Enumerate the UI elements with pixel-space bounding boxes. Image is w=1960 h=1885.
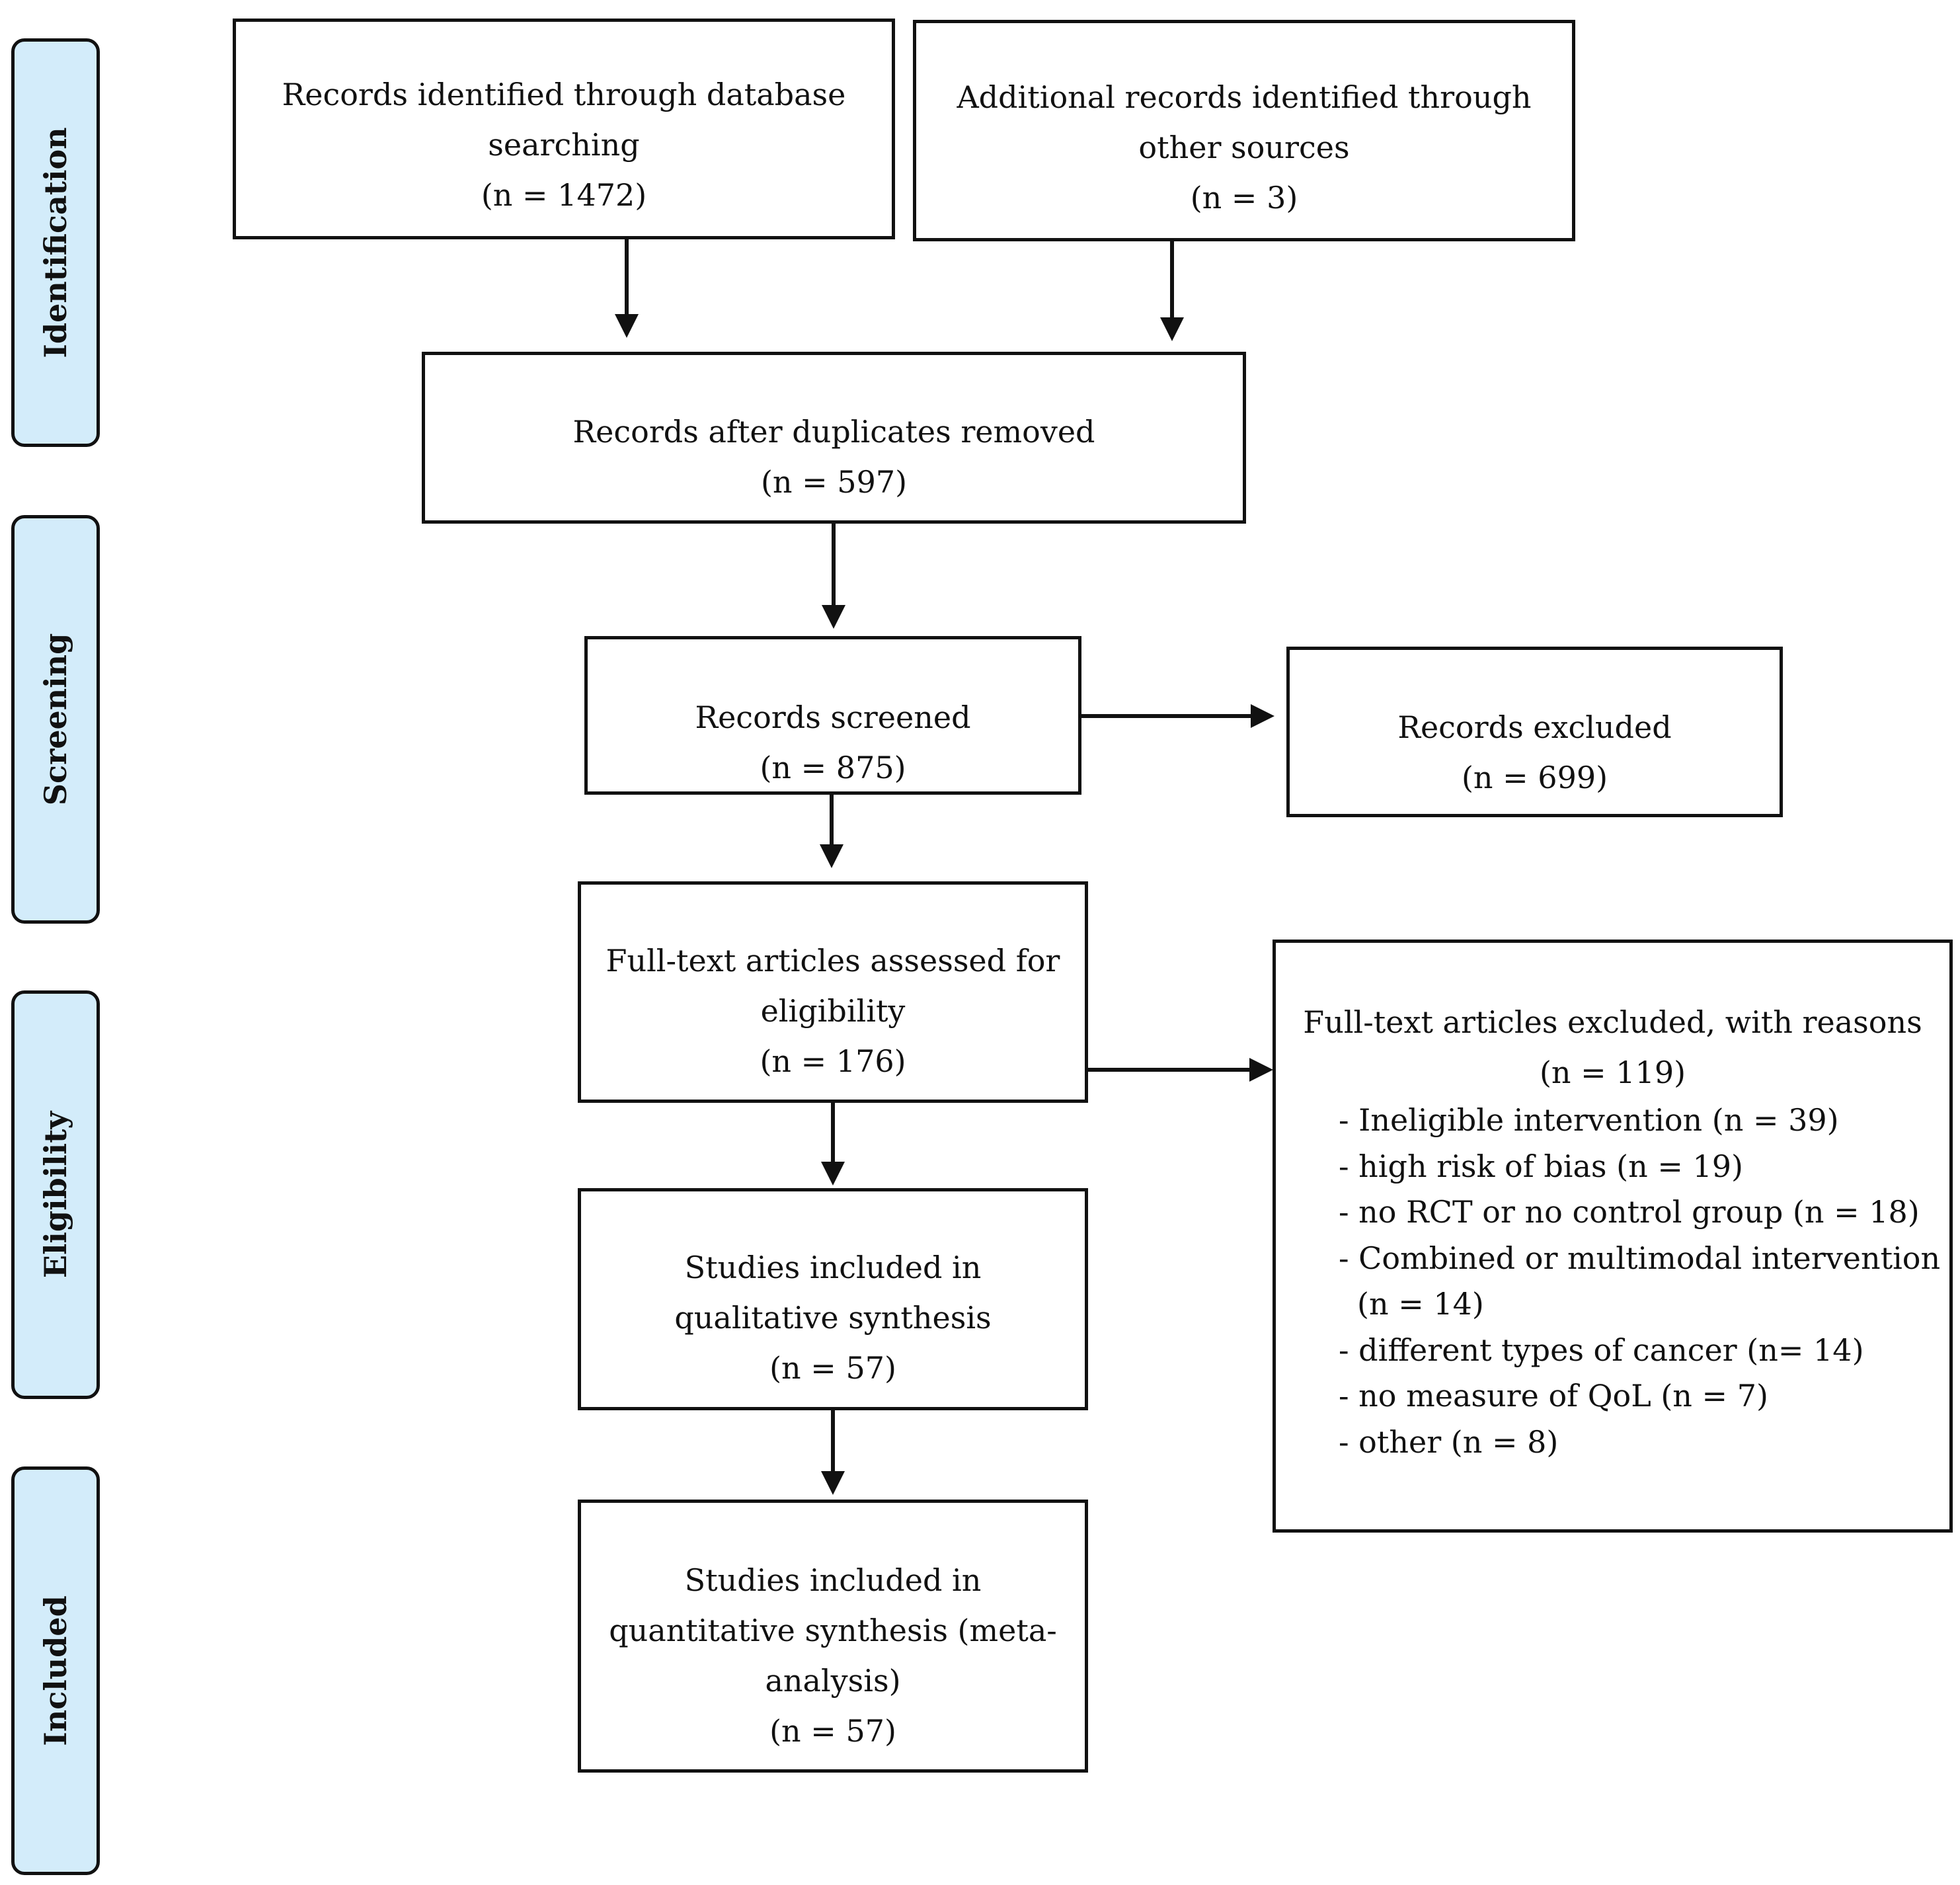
stage-eligibility-label: Eligibility [38, 1111, 73, 1279]
database-records-line-1: Records identified through database [282, 77, 846, 112]
records-excluded-box: Records excluded (n = 699) [1286, 647, 1783, 817]
quantitative-count: (n = 57) [769, 1713, 896, 1749]
stage-screening-label: Screening [38, 633, 73, 806]
after-duplicates-line-1: Records after duplicates removed [572, 414, 1095, 450]
stage-included-label: Included [38, 1595, 73, 1746]
fulltext-assessed-count: (n = 176) [760, 1043, 906, 1079]
quantitative-line-3: analysis) [765, 1663, 901, 1699]
records-screened-count: (n = 875) [760, 750, 906, 785]
exclusion-reason: - Ineligible intervention (n = 39) [1339, 1102, 1839, 1138]
stage-identification: Identification [11, 38, 100, 447]
fulltext-assessed-line-1: Full-text articles assessed for [606, 943, 1060, 979]
after-duplicates-count: (n = 597) [760, 464, 908, 500]
additional-records-box: Additional records identified through ot… [913, 20, 1575, 241]
qualitative-count: (n = 57) [769, 1350, 896, 1386]
qualitative-synthesis-box: Studies included in qualitative synthesi… [578, 1188, 1088, 1410]
exclusion-reason: - other (n = 8) [1339, 1424, 1559, 1460]
exclusion-reason-continuation: (n = 14) [1357, 1286, 1484, 1322]
exclusion-reason: - no RCT or no control group (n = 18) [1339, 1194, 1920, 1230]
exclusion-reason: - Combined or multimodal intervention [1339, 1240, 1941, 1276]
database-records-box: Records identified through database sear… [233, 19, 895, 239]
fulltext-excluded-count: (n = 119) [1539, 1055, 1686, 1090]
qualitative-line-1: Studies included in [684, 1250, 982, 1285]
database-records-count: (n = 1472) [481, 177, 647, 213]
exclusion-reason: - high risk of bias (n = 19) [1339, 1148, 1743, 1184]
stage-identification-label: Identification [38, 127, 73, 358]
quantitative-line-2: quantitative synthesis (meta- [609, 1613, 1057, 1648]
records-screened-box: Records screened (n = 875) [584, 636, 1081, 795]
exclusion-reason: - no measure of QoL (n = 7) [1339, 1378, 1768, 1414]
database-records-line-2: searching [488, 127, 640, 163]
quantitative-line-1: Studies included in [684, 1562, 982, 1598]
fulltext-excluded-line-1: Full-text articles excluded, with reason… [1303, 1004, 1922, 1040]
records-screened-line-1: Records screened [695, 700, 971, 735]
fulltext-assessed-line-2: eligibility [760, 993, 906, 1029]
stage-screening: Screening [11, 515, 100, 924]
additional-records-line-2: other sources [1138, 130, 1350, 165]
records-excluded-count: (n = 699) [1461, 760, 1608, 795]
fulltext-assessed-box: Full-text articles assessed for eligibil… [578, 881, 1088, 1103]
additional-records-count: (n = 3) [1190, 180, 1298, 216]
exclusion-reasons-list: - Ineligible intervention (n = 39) - hig… [1339, 1098, 1940, 1465]
records-excluded-line-1: Records excluded [1397, 709, 1672, 745]
qualitative-line-2: qualitative synthesis [674, 1300, 992, 1336]
after-duplicates-box: Records after duplicates removed (n = 59… [422, 352, 1246, 524]
stage-eligibility: Eligibility [11, 990, 100, 1399]
fulltext-excluded-box: Full-text articles excluded, with reason… [1273, 940, 1953, 1533]
stage-included: Included [11, 1466, 100, 1875]
additional-records-line-1: Additional records identified through [957, 79, 1532, 115]
quantitative-synthesis-box: Studies included in quantitative synthes… [578, 1500, 1088, 1773]
exclusion-reason: - different types of cancer (n= 14) [1339, 1332, 1864, 1368]
